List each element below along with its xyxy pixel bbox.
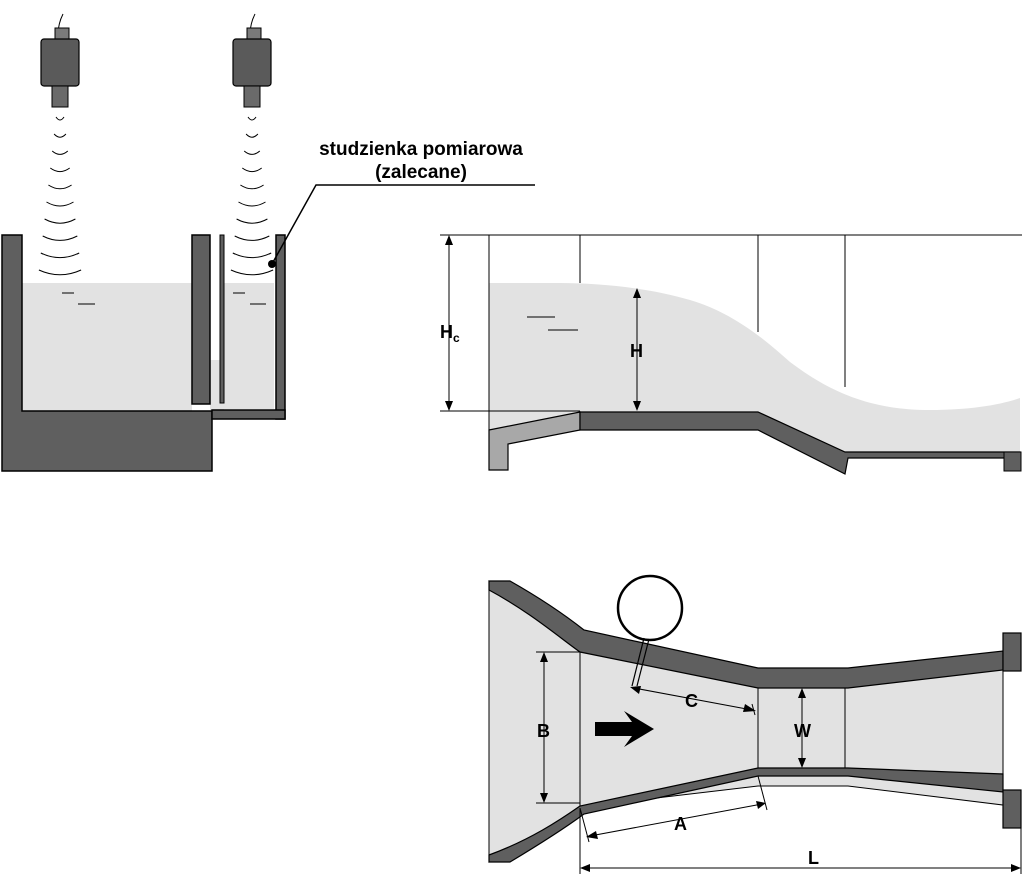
outlet-flange-top: [1002, 632, 1022, 672]
label-b: B: [537, 721, 550, 741]
wave-arc: [240, 184, 264, 190]
wave-arc: [46, 201, 74, 207]
callout-dot: [268, 260, 276, 268]
arrow-head: [580, 864, 590, 872]
wave-arc: [238, 201, 266, 207]
label-c: C: [685, 691, 698, 711]
wave-arc: [48, 184, 72, 190]
wave-arc: [245, 133, 259, 138]
wave-arc: [51, 150, 69, 155]
wave-arc: [243, 150, 261, 155]
callout-leader: [271, 184, 535, 265]
stilling-well-section: studzienka pomiarowa (zalecane): [1, 13, 535, 472]
wave-arc: [247, 116, 257, 121]
ultrasonic-sensor-icon: [232, 13, 272, 108]
well-water: [224, 283, 274, 409]
callout-line-1: studzienka pomiarowa: [319, 139, 523, 160]
wave-arc: [50, 167, 70, 173]
ultrasonic-wave-icon: [38, 116, 82, 276]
label-hc: Hc: [440, 322, 460, 345]
outlet-flange-bottom: [1002, 789, 1022, 829]
arrow-head: [445, 235, 453, 245]
profile-water: [489, 283, 1020, 452]
wave-arc: [53, 133, 67, 138]
arrow-head: [540, 652, 548, 662]
wave-arc: [38, 269, 82, 276]
well-bottom: [211, 409, 286, 420]
flume-profile-section: Hc H: [440, 234, 1022, 475]
wave-arc: [42, 235, 78, 241]
arrow-head: [586, 831, 598, 839]
label-a: A: [674, 814, 687, 834]
well-pipe: [636, 638, 650, 687]
arrow-head: [540, 793, 548, 803]
arrow-head: [1011, 864, 1021, 872]
wave-arc: [55, 116, 65, 121]
wave-arc: [236, 218, 268, 224]
arrow-head: [798, 758, 806, 768]
a-ext-right: [757, 775, 768, 811]
label-h: H: [630, 341, 643, 361]
label-w: W: [794, 721, 811, 741]
divider-wall: [191, 234, 211, 405]
arrow-head: [630, 686, 641, 694]
wave-arc: [234, 235, 270, 241]
flume-plan-section: B C W A L: [488, 574, 1022, 874]
well-left-wall: [219, 234, 225, 404]
a-dimension-line: [589, 803, 763, 837]
callout-line-2: (zalecane): [375, 162, 467, 183]
wave-arc: [40, 252, 80, 259]
wave-arc: [230, 269, 274, 276]
well-right-wall: [275, 234, 286, 420]
c-dimension-line: [633, 687, 753, 711]
wave-arc: [242, 167, 262, 173]
wave-arc: [232, 252, 272, 259]
arrow-head: [798, 688, 806, 698]
well-pipe: [631, 637, 645, 687]
ultrasonic-sensor-icon: [40, 13, 80, 108]
label-l: L: [808, 848, 819, 868]
flow-arrow-icon: [595, 711, 654, 747]
arrow-head: [743, 704, 756, 712]
c-ext: [751, 703, 756, 716]
floor-foot: [1003, 451, 1022, 472]
stilling-well-circle: [616, 574, 684, 642]
arrow-head: [445, 401, 453, 411]
arrow-head: [633, 288, 641, 298]
channel-water: [22, 283, 192, 411]
ultrasonic-wave-icon: [230, 116, 274, 276]
arrow-head: [633, 401, 641, 411]
bottom-wall: [488, 767, 1004, 863]
arrow-head: [756, 801, 766, 809]
wave-arc: [44, 218, 76, 224]
